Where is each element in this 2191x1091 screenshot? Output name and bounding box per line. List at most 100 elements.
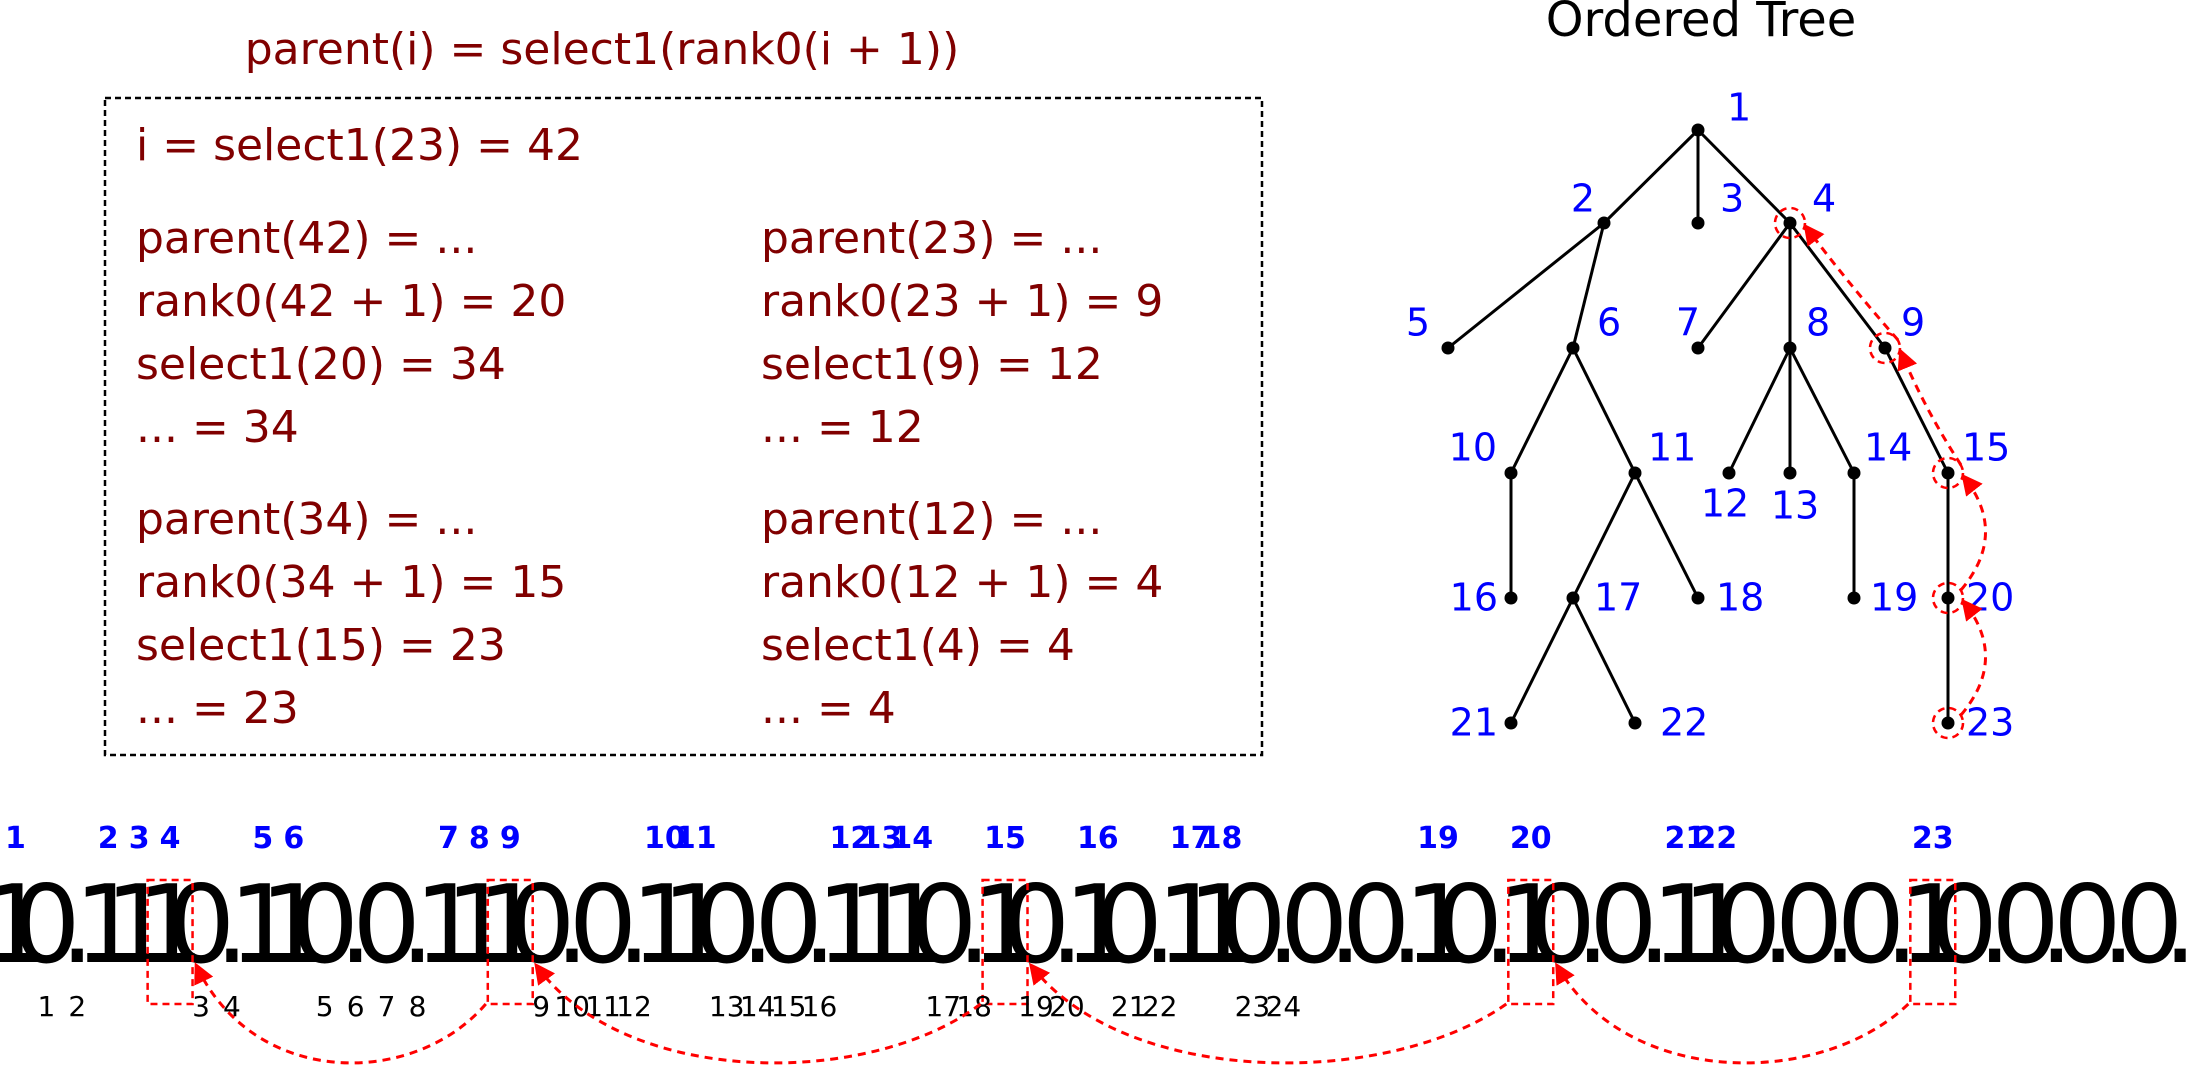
- one-label: 17: [1170, 821, 1212, 856]
- bit-one: 1: [847, 863, 916, 988]
- bit-zero: 0: [2115, 863, 2184, 988]
- bit-zero: .: [1637, 863, 1671, 988]
- formula-line: ... = 4: [761, 683, 896, 734]
- highlighted-node-ring: [1773, 206, 1807, 240]
- formula-title: parent(i) = select1(rank0(i + 1)): [245, 24, 959, 75]
- tree-edge: [1696, 222, 1792, 349]
- tree-node-dot: [1691, 591, 1705, 605]
- bit-zero: .: [1050, 863, 1084, 988]
- tree-node-dot: [1597, 216, 1611, 230]
- highlighted-node-ring: [1931, 581, 1965, 615]
- zero-label: 21: [1111, 990, 1147, 1023]
- tree-node-dot: [1504, 716, 1518, 730]
- bit-one: 1: [631, 863, 700, 988]
- bit-one: 1: [1651, 863, 1720, 988]
- tree-node-dot: [1941, 466, 1955, 480]
- zero-label: 20: [1049, 990, 1085, 1023]
- zero-label: 12: [616, 990, 652, 1023]
- bit-zero: .: [400, 863, 434, 988]
- formula-line: select1(9) = 12: [761, 339, 1103, 390]
- tree-node-label: 19: [1870, 576, 1918, 620]
- tree-node-dot: [1504, 466, 1518, 480]
- formula-line: ... = 34: [136, 402, 299, 453]
- bit-zero: 0: [1991, 863, 2060, 988]
- bit-one: 1: [445, 863, 514, 988]
- formula-line: select1(4) = 4: [761, 620, 1075, 671]
- bit-one: 1: [414, 863, 483, 988]
- bit-zero: .: [2163, 863, 2191, 988]
- sequence-arrows: [194, 962, 1910, 1065]
- tree-node-dot: [1847, 591, 1861, 605]
- tree-node-dot: [1566, 591, 1580, 605]
- bit-zero: 0: [754, 863, 823, 988]
- tree-node-label: 18: [1716, 576, 1764, 620]
- bit-one: 1: [1063, 863, 1132, 988]
- tree-node-label: 21: [1450, 701, 1498, 745]
- bit-zero: 0: [1713, 863, 1782, 988]
- tree-node-label: 10: [1449, 426, 1497, 470]
- tree-edge: [1509, 347, 1575, 474]
- bit-zero: .: [1390, 863, 1424, 988]
- bit-zero: .: [338, 863, 372, 988]
- formula-line: select1(15) = 23: [136, 620, 506, 671]
- formula-line: rank0(34 + 1) = 15: [136, 557, 566, 608]
- bit-zero: .: [1328, 863, 1362, 988]
- tree-node-label: 13: [1771, 484, 1819, 528]
- formula-line: parent(34) = ...: [136, 494, 477, 545]
- tree-node-dot: [1847, 466, 1861, 480]
- tree-edge: [1633, 472, 1700, 599]
- bit-zero: .: [1575, 863, 1609, 988]
- zero-label: 19: [1018, 990, 1054, 1023]
- one-label: 2: [98, 821, 119, 856]
- zero-label: 10: [554, 990, 590, 1023]
- tree-node-dot: [1628, 466, 1642, 480]
- tree-node-dot: [1628, 716, 1642, 730]
- formula-steps: parent(42) = ...rank0(42 + 1) = 20select…: [136, 213, 1163, 734]
- formula-line: rank0(42 + 1) = 20: [136, 276, 566, 327]
- bit-one: 1: [1682, 863, 1751, 988]
- formula-init: i = select1(23) = 42: [136, 120, 583, 171]
- zero-label: 18: [956, 990, 992, 1023]
- bit-one: 1: [878, 863, 947, 988]
- bit-one: 1: [1156, 863, 1225, 988]
- zero-label: 16: [802, 990, 838, 1023]
- select-arrow: [534, 962, 982, 1065]
- tree-node-label: 15: [1962, 426, 2010, 470]
- bit-zero: .: [802, 863, 836, 988]
- tree-edges: [1447, 128, 1950, 724]
- select-arrow: [1028, 962, 1508, 1065]
- tree-edge: [1571, 222, 1606, 349]
- zero-label: 24: [1266, 990, 1302, 1023]
- bit-one: 1: [228, 863, 297, 988]
- one-label: 6: [283, 821, 304, 856]
- formula-line: parent(23) = ...: [761, 213, 1102, 264]
- bit-characters: 10.1110.110.0.1110.0.110.0.1110.10.10.11…: [0, 863, 2191, 988]
- tree-edge: [1788, 222, 1887, 349]
- tree-node-label: 6: [1597, 301, 1621, 345]
- tree-edge: [1571, 347, 1637, 474]
- parent-arrow: [1803, 223, 1900, 341]
- tree-node-label: 3: [1720, 177, 1744, 221]
- zero-label: 3: [192, 990, 210, 1023]
- bit-zero: .: [1483, 863, 1517, 988]
- zero-label: 2: [68, 990, 86, 1023]
- bit-zero: 0: [290, 863, 359, 988]
- bit-zero: .: [1266, 863, 1300, 988]
- zero-label: 6: [347, 990, 365, 1023]
- bit-zero: .: [60, 863, 94, 988]
- bit-zero: 0: [1837, 863, 1906, 988]
- bit-one: 1: [816, 863, 885, 988]
- zero-label: 1: [37, 990, 55, 1023]
- parent-arrow: [1959, 598, 1987, 716]
- bit-zero: 0: [12, 863, 81, 988]
- formula-panel: parent(i) = select1(rank0(i + 1)) i = se…: [103, 24, 1264, 757]
- one-label: 12: [830, 821, 872, 856]
- bit-zero: .: [740, 863, 774, 988]
- bit-zero: 0: [1589, 863, 1658, 988]
- one-label: 19: [1417, 821, 1459, 856]
- bit-one: 1: [259, 863, 328, 988]
- one-label: 22: [1695, 821, 1737, 856]
